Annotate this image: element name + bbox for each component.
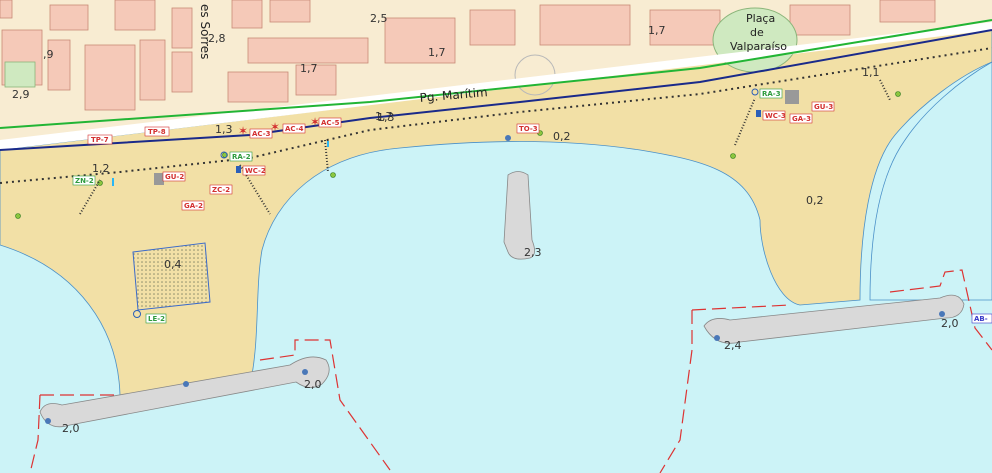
svg-text:0,4: 0,4: [164, 258, 182, 271]
left-breakwater: [39, 356, 330, 428]
svg-text:ZC-2: ZC-2: [212, 186, 230, 194]
svg-text:AC-3: AC-3: [252, 130, 271, 138]
promenade-label: Pg. Marítim: [419, 85, 488, 105]
gu2-hut: [154, 173, 164, 185]
green-dots: [15, 91, 901, 219]
facility-tags: TP-7 TP-8 AC-3 AC-4 AC-5 RA-2 WC-2 GU-2 …: [72, 88, 992, 324]
svg-text:AC-5: AC-5: [321, 119, 340, 127]
svg-text:✶: ✶: [270, 120, 280, 134]
svg-text:2,0: 2,0: [941, 317, 959, 330]
svg-text:0,2: 0,2: [553, 130, 571, 143]
svg-text:1,1: 1,1: [862, 66, 880, 79]
svg-text:ZN-2: ZN-2: [75, 177, 94, 185]
svg-text:2,5: 2,5: [370, 12, 388, 25]
tag-tp8: TP-8: [144, 126, 170, 137]
svg-text:AB-: AB-: [974, 315, 988, 323]
elevation-labels: 2,9 ,9 2,8 2,5 1,7 1,7 1,7 1,7 1,1 1,3 1…: [12, 12, 959, 435]
tag-ac4: AC-4: [282, 123, 306, 134]
tag-ab: AB-: [971, 313, 992, 324]
tag-wc3: WC-3: [762, 110, 786, 121]
promenade-boundary: [0, 47, 992, 184]
green-route-line: [0, 19, 992, 129]
tag-ac3: AC-3: [249, 128, 273, 139]
plaza-label-3: Valparaíso: [730, 40, 787, 53]
svg-text:TP-8: TP-8: [148, 128, 166, 136]
tag-le2: LE-2: [145, 313, 167, 324]
plaza-label-1: Plaça: [746, 12, 775, 25]
central-groin: [503, 171, 535, 260]
svg-text:1,3: 1,3: [215, 123, 233, 136]
tag-zc2: ZC-2: [209, 184, 233, 195]
tag-gu2: GU-2: [162, 171, 186, 182]
svg-text:RA-2: RA-2: [232, 153, 251, 161]
svg-text:GA-3: GA-3: [792, 115, 811, 123]
svg-text:TP-7: TP-7: [91, 136, 109, 144]
zone-boundaries: [29, 269, 992, 473]
svg-text:WC-3: WC-3: [765, 112, 786, 120]
gu3-hut: [785, 90, 799, 104]
svg-text:GU-2: GU-2: [165, 173, 184, 181]
tag-wc2: WC-2: [242, 165, 266, 176]
svg-text:LE-2: LE-2: [148, 315, 165, 323]
tag-ac5: AC-5: [318, 117, 342, 128]
svg-text:1,7: 1,7: [648, 24, 666, 37]
sand-square-area: [132, 242, 211, 311]
svg-text:✶: ✶: [238, 124, 248, 138]
point-markers: [45, 135, 945, 424]
svg-text:GU-3: GU-3: [814, 103, 833, 111]
svg-text:AC-4: AC-4: [285, 125, 304, 133]
svg-text:RA-3: RA-3: [762, 90, 781, 98]
svg-text:0,2: 0,2: [806, 194, 824, 207]
svg-text:2,9: 2,9: [12, 88, 30, 101]
buildings: [0, 0, 936, 111]
tag-ga2: GA-2: [181, 200, 205, 211]
svg-text:,9: ,9: [43, 48, 54, 61]
tag-tp7: TP-7: [87, 134, 113, 145]
promenade-strip: [0, 22, 992, 150]
svg-text:WC-2: WC-2: [245, 167, 266, 175]
cross-street-label: es Sorres: [198, 4, 212, 59]
svg-text:✶: ✶: [310, 115, 320, 129]
tag-gu3: GU-3: [811, 101, 835, 112]
svg-text:2,8: 2,8: [208, 32, 226, 45]
tag-to3: TO-3: [516, 123, 540, 134]
blue-icons: [112, 88, 761, 318]
svg-text:2,3: 2,3: [524, 246, 542, 259]
tag-ga3: GA-3: [789, 113, 813, 124]
tag-ra2: RA-2: [229, 151, 253, 162]
tag-ra3: RA-3: [759, 88, 783, 99]
road-line: [0, 29, 992, 151]
sea-right: [869, 61, 992, 301]
plaza-label-2: de: [750, 26, 764, 39]
svg-text:2,0: 2,0: [304, 378, 322, 391]
tag-zn2: ZN-2: [72, 175, 96, 186]
right-breakwater: [703, 294, 965, 344]
svg-text:1,7: 1,7: [428, 46, 446, 59]
svg-text:2,0: 2,0: [62, 422, 80, 435]
svg-text:2,4: 2,4: [724, 339, 742, 352]
svg-text:GA-2: GA-2: [184, 202, 203, 210]
svg-text:1,3: 1,3: [377, 111, 395, 124]
ac-stars: ✶ ✶ ✶: [238, 115, 320, 138]
svg-text:1,7: 1,7: [375, 110, 393, 123]
svg-text:1,2: 1,2: [92, 162, 110, 175]
svg-text:TO-3: TO-3: [519, 125, 538, 133]
svg-text:1,7: 1,7: [300, 62, 318, 75]
